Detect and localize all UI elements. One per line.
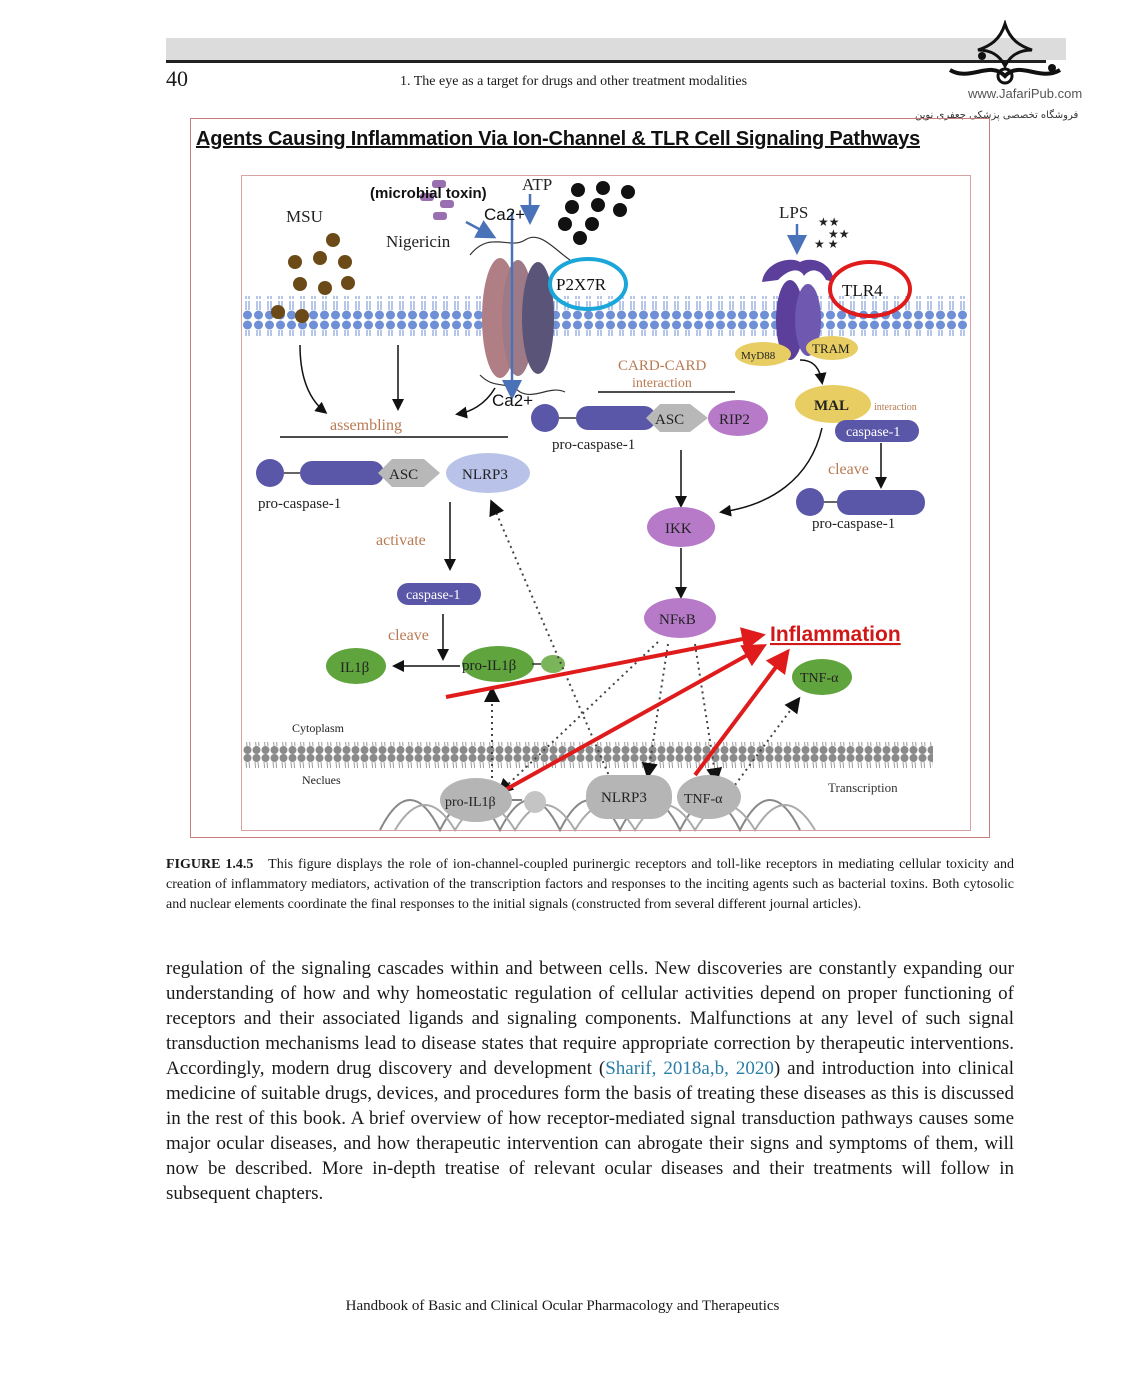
- red-arrow-2: [504, 644, 767, 792]
- p2x7r-channel: [469, 236, 571, 395]
- label-mal-interaction: interaction: [874, 402, 917, 413]
- label-pro-caspase-left: pro-caspase-1: [258, 496, 341, 512]
- label-nucleus: Neclues: [302, 773, 341, 787]
- svg-text:★ ★: ★ ★: [814, 237, 839, 251]
- nuclear-membrane: [243, 742, 933, 768]
- rip2-node: [708, 400, 768, 436]
- label-il1b: IL1β: [340, 660, 369, 676]
- label-tram: TRAM: [812, 341, 850, 356]
- pro-caspase1-left-node: [300, 461, 384, 485]
- label-ca-bottom: Ca2+: [492, 391, 533, 410]
- tlr4-receptor: [762, 259, 834, 360]
- red-arrow-1: [445, 627, 766, 699]
- pro-caspase1-mid-node: [576, 406, 656, 430]
- label-caspase1-right: caspase-1: [846, 425, 900, 440]
- publisher-logo-icon: [948, 20, 1062, 85]
- p2x7r-highlight-ring: [548, 257, 628, 311]
- figure-title: Agents Causing Inflammation Via Ion-Chan…: [196, 128, 921, 150]
- il1b-node: [326, 648, 386, 684]
- label-ca-top: Ca2+: [484, 205, 525, 224]
- label-msu: MSU: [286, 207, 323, 226]
- label-tlr4: TLR4: [842, 281, 883, 300]
- watermark-text: فروشگاه تخصصی پزشکی جعفری نوین: [915, 110, 1079, 121]
- label-cytoplasm: Cytoplasm: [292, 721, 345, 735]
- label-caspase1-left: caspase-1: [406, 588, 460, 603]
- tnf-cyto-node: [792, 659, 852, 695]
- figure-frame: [190, 118, 990, 838]
- body-text-part-1: regulation of the signaling cascades wit…: [166, 958, 1014, 1079]
- mal-node: [795, 385, 871, 423]
- label-cleave-left: cleave: [388, 627, 429, 644]
- tnf-gene-node: [677, 775, 741, 819]
- label-activate: activate: [376, 532, 426, 549]
- label-pro-caspase-mid: pro-caspase-1: [552, 437, 635, 453]
- header-rule: [166, 60, 1046, 63]
- tram-node: [806, 336, 858, 360]
- label-assembling: assembling: [330, 417, 402, 434]
- label-asc-mid: ASC: [655, 412, 684, 428]
- label-asc-left: ASC: [389, 467, 418, 483]
- microbial-toxin-icon: [420, 180, 454, 220]
- label-lps: LPS: [779, 203, 808, 222]
- asc-mid-node: [646, 404, 708, 432]
- label-microbial-toxin: (microbial toxin): [370, 185, 487, 202]
- label-nigericin: Nigericin: [386, 232, 451, 251]
- caption-text: This figure displays the role of ion-cha…: [166, 857, 1015, 912]
- asc-left-node: [378, 459, 440, 487]
- footer-book-title: Handbook of Basic and Clinical Ocular Ph…: [345, 1298, 780, 1314]
- cell-membrane: [243, 296, 967, 336]
- body-paragraph: regulation of the signaling cascades wit…: [166, 956, 1014, 1206]
- label-pro-il1b: pro-IL1β: [462, 658, 516, 674]
- diagram-frame: [241, 175, 971, 831]
- header-band: [166, 38, 1066, 60]
- label-transcription: Transcription: [828, 780, 898, 795]
- label-tnf-cyto: TNF-α: [800, 671, 839, 686]
- figure-caption: FIGURE 1.4.5 This figure displays the ro…: [166, 855, 1014, 915]
- nfkb-node: [644, 598, 716, 638]
- label-mal: MAL: [814, 398, 849, 414]
- svg-text:★★: ★★: [818, 215, 840, 229]
- pro-il1b-gene-node: [440, 778, 512, 822]
- caspase1-left-node: [397, 583, 481, 605]
- label-nlrp3-gene: NLRP3: [601, 790, 647, 806]
- pro-caspase1-right-node: [837, 490, 925, 515]
- running-head: 1. The eye as a target for drugs and oth…: [400, 74, 748, 89]
- label-cleave-right: cleave: [828, 461, 869, 478]
- nlrp3-left-node: [446, 453, 530, 493]
- label-atp: ATP: [522, 175, 552, 194]
- svg-text:★★: ★★: [828, 227, 850, 241]
- label-nfkb: NFκB: [659, 612, 696, 628]
- label-tnf-gene: TNF-α: [684, 792, 723, 807]
- caspase1-right-node: [835, 420, 919, 442]
- label-myd88: MyD88: [741, 350, 776, 362]
- page-number: 40: [166, 66, 188, 91]
- label-ikk: IKK: [665, 521, 692, 537]
- label-rip2: RIP2: [719, 412, 750, 428]
- citation-link[interactable]: Sharif, 2018a,b, 2020: [605, 1058, 774, 1079]
- ikk-node: [647, 507, 715, 547]
- label-pro-caspase-right: pro-caspase-1: [812, 516, 895, 532]
- watermark-url: www.JafariPub.com: [968, 86, 1083, 101]
- label-inflammation: Inflammation: [770, 623, 901, 646]
- tlr4-highlight-ring: [828, 260, 912, 318]
- red-arrow-3: [693, 648, 790, 777]
- label-card-card: CARD-CARD: [618, 358, 707, 374]
- pro-il1b-node: [462, 646, 534, 682]
- caption-label: FIGURE 1.4.5: [166, 857, 254, 872]
- nlrp3-gene-node: [586, 775, 672, 819]
- body-text-part-2: ) and introduction into clinical medicin…: [166, 1058, 1014, 1204]
- label-pro-il1b-gene: pro-IL1β: [445, 795, 496, 810]
- label-nlrp3-left: NLRP3: [462, 467, 508, 483]
- label-card-interaction: interaction: [632, 376, 692, 391]
- atp-molecules-icon: [558, 181, 635, 245]
- label-p2x7r: P2X7R: [556, 275, 607, 294]
- lps-molecules-icon: ★★★★★ ★: [814, 215, 850, 251]
- myd88-node: [735, 342, 791, 366]
- msu-crystals-icon: [271, 233, 355, 323]
